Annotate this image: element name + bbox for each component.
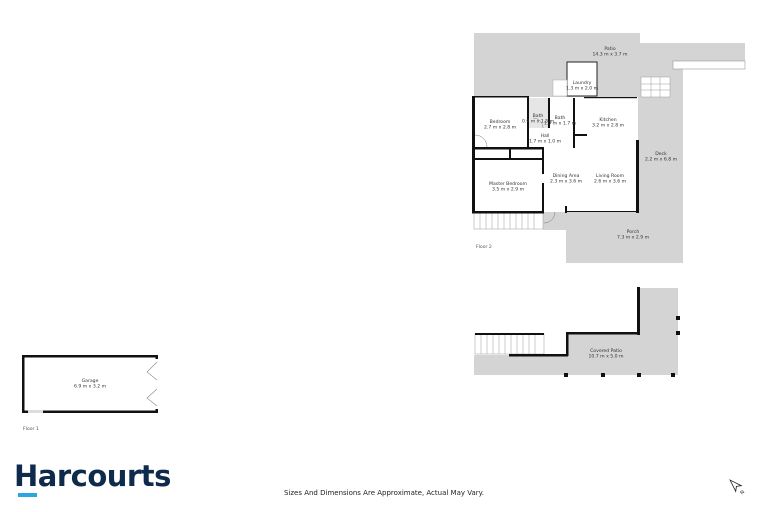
svg-text:N: N	[739, 489, 746, 496]
garage-doors	[146, 361, 158, 407]
bath-floor	[529, 98, 550, 128]
house-interior	[473, 97, 638, 212]
porch-landing	[543, 212, 567, 230]
logo-accent-bar	[18, 493, 37, 497]
porch-area	[566, 212, 683, 263]
covered-patio-walls	[475, 287, 680, 377]
garage-room	[23, 356, 157, 412]
patio-area	[474, 33, 745, 98]
patio-rail	[672, 60, 746, 70]
disclaimer-text: Sizes And Dimensions Are Approximate, Ac…	[283, 489, 485, 497]
covered-patio-stairs	[474, 333, 545, 355]
stairs-front	[473, 212, 544, 230]
floor2-label: Floor 2	[476, 244, 492, 250]
laundry-room	[566, 61, 598, 97]
floor1-label: Floor 1	[23, 426, 39, 432]
garage-walls	[22, 355, 158, 413]
walls	[472, 96, 639, 214]
doors	[474, 117, 556, 224]
harcourts-logo: Harcourts	[14, 459, 171, 493]
deck-area	[638, 97, 683, 213]
north-arrow-icon: N	[729, 479, 746, 496]
garage-door-side	[28, 410, 43, 413]
laundry-steps	[552, 79, 568, 97]
stairs-upper	[640, 76, 671, 98]
covered-patio-area	[474, 288, 678, 375]
outdoor-areas	[474, 33, 745, 263]
